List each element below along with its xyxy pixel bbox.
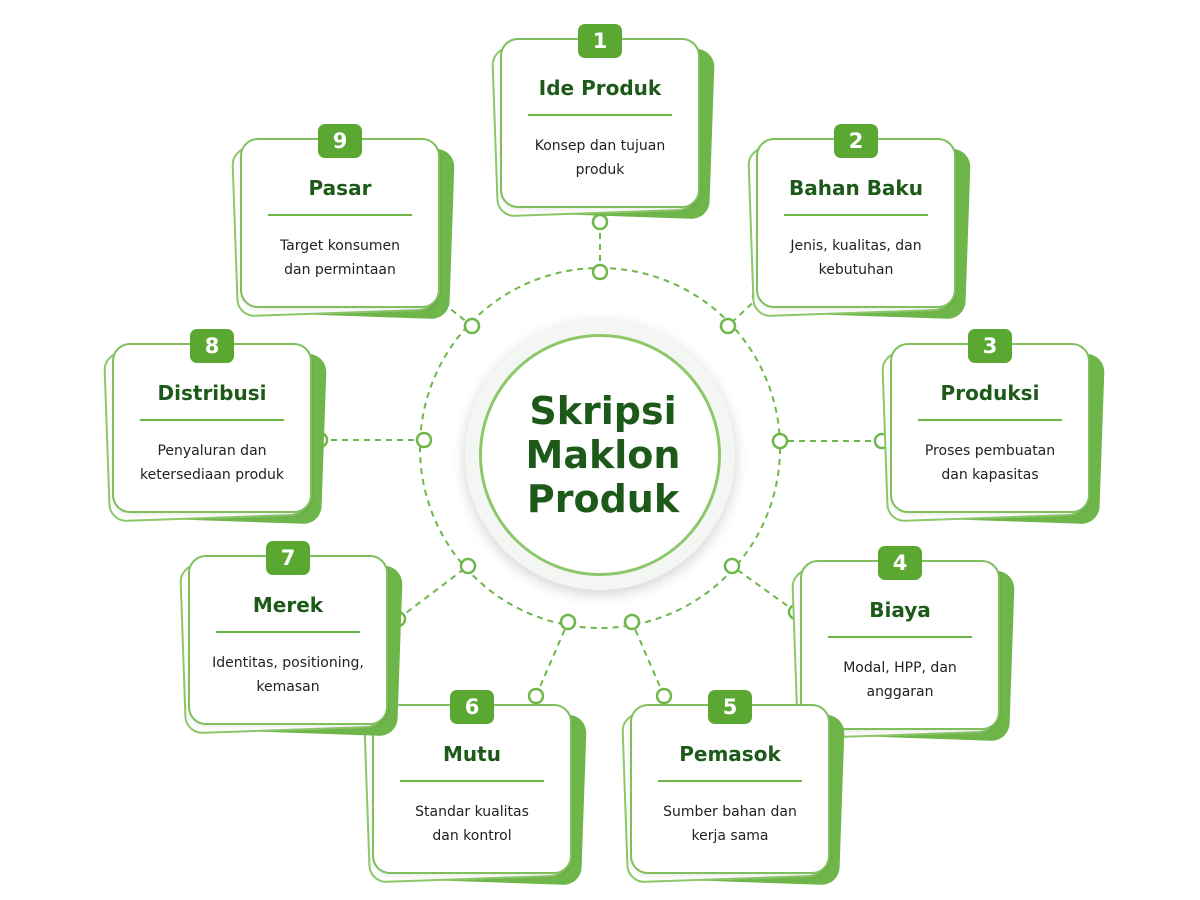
card-number-badge: 5 (708, 690, 752, 724)
topic-card-bahan-baku: 2 Bahan Baku Jenis, kualitas, dan kebutu… (747, 124, 971, 320)
card-face (500, 38, 700, 208)
card-description-line: Target konsumen (279, 238, 401, 254)
card-number-badge: 1 (578, 24, 622, 58)
card-description-line: dan permintaan (284, 262, 396, 278)
central-topic-line: Produk (526, 477, 680, 521)
card-description: Modal, HPP, dan anggaran (814, 656, 986, 704)
card-description: Sumber bahan dan kerja sama (644, 800, 816, 848)
card-divider (268, 214, 412, 216)
node-dot (719, 317, 737, 335)
central-topic-inner: Skripsi Maklon Produk (479, 334, 721, 576)
topic-card-produksi: 3 Produksi Proses pembuatan dan kapasita… (881, 329, 1105, 525)
card-description-line: Sumber bahan dan (663, 804, 797, 820)
card-description-line: ketersediaan produk (139, 467, 284, 483)
node-dot (527, 687, 545, 705)
card-number-badge: 4 (878, 546, 922, 580)
card-title: Produksi (940, 381, 1040, 405)
card-face (240, 138, 440, 308)
card-divider (658, 780, 802, 782)
card-face (630, 704, 830, 874)
connector-5 (631, 621, 665, 697)
topic-card-biaya: 4 Biaya Modal, HPP, dan anggaran (791, 546, 1015, 742)
card-divider (140, 419, 284, 421)
card-description-line: kebutuhan (818, 262, 894, 278)
node-dot (655, 687, 673, 705)
connector-4 (731, 565, 797, 613)
connector-7 (397, 565, 469, 620)
card-description-line: dan kapasitas (941, 467, 1039, 483)
card-title: Bahan Baku (789, 176, 923, 200)
card-number-badge: 7 (266, 541, 310, 575)
topic-card-pemasok: 5 Pemasok Sumber bahan dan kerja sama (621, 690, 845, 886)
card-description: Identitas, positioning, kemasan (202, 651, 374, 699)
card-description: Konsep dan tujuan produk (514, 134, 686, 182)
node-dot (415, 431, 433, 449)
card-description-line: kerja sama (691, 828, 769, 844)
card-divider (216, 631, 360, 633)
card-description-line: Modal, HPP, dan (843, 660, 957, 676)
topic-card-distribusi: 8 Distribusi Penyaluran dan ketersediaan… (103, 329, 327, 525)
central-topic-line: Skripsi (529, 389, 677, 433)
card-title: Distribusi (157, 381, 267, 405)
card-description-line: Konsep dan tujuan (534, 138, 666, 154)
card-title: Pemasok (679, 742, 781, 766)
node-dot (463, 317, 481, 335)
card-description-line: anggaran (866, 684, 934, 700)
card-description: Jenis, kualitas, dan kebutuhan (770, 234, 942, 282)
connector-6 (535, 621, 569, 697)
card-divider (528, 114, 672, 116)
card-description-line: produk (575, 162, 625, 178)
card-title: Ide Produk (538, 76, 662, 100)
node-dot (591, 213, 609, 231)
card-face (890, 343, 1090, 513)
card-description-line: dan kontrol (432, 828, 512, 844)
node-dot (723, 557, 741, 575)
card-number-badge: 6 (450, 690, 494, 724)
card-divider (400, 780, 544, 782)
card-title: Biaya (869, 598, 931, 622)
card-face (800, 560, 1000, 730)
card-title: Merek (252, 593, 324, 617)
card-number-badge: 3 (968, 329, 1012, 363)
node-dot (623, 613, 641, 631)
card-description: Standar kualitas dan kontrol (386, 800, 558, 848)
card-description: Penyaluran dan ketersediaan produk (126, 439, 298, 487)
node-dot (771, 432, 789, 450)
central-topic-title: Skripsi Maklon Produk (482, 389, 724, 521)
topic-card-merek: 7 Merek Identitas, positioning, kemasan (179, 541, 403, 737)
card-description-line: Standar kualitas (415, 804, 529, 820)
card-description: Proses pembuatan dan kapasitas (904, 439, 1076, 487)
node-dot (459, 557, 477, 575)
card-face (372, 704, 572, 874)
card-divider (828, 636, 972, 638)
card-face (112, 343, 312, 513)
topic-card-ide-produk: 1 Ide Produk Konsep dan tujuan produk (491, 24, 715, 220)
topic-card-pasar: 9 Pasar Target konsumen dan permintaan (231, 124, 455, 320)
card-divider (918, 419, 1062, 421)
card-face (188, 555, 388, 725)
card-description-line: Proses pembuatan (924, 443, 1056, 459)
card-number-badge: 8 (190, 329, 234, 363)
card-number-badge: 2 (834, 124, 878, 158)
card-description-line: kemasan (256, 679, 320, 695)
card-description-line: Jenis, kualitas, dan (790, 238, 922, 254)
card-description-line: Penyaluran dan (157, 443, 267, 459)
card-divider (784, 214, 928, 216)
card-title: Mutu (443, 742, 501, 766)
card-description: Target konsumen dan permintaan (254, 234, 426, 282)
card-title: Pasar (308, 176, 372, 200)
topic-card-mutu: 6 Mutu Standar kualitas dan kontrol (363, 690, 587, 886)
node-dot (559, 613, 577, 631)
card-number-badge: 9 (318, 124, 362, 158)
card-description-line: Identitas, positioning, (212, 655, 364, 671)
central-topic: Skripsi Maklon Produk (465, 320, 735, 590)
card-face (756, 138, 956, 308)
central-topic-line: Maklon (525, 433, 681, 477)
node-dot (591, 263, 609, 281)
